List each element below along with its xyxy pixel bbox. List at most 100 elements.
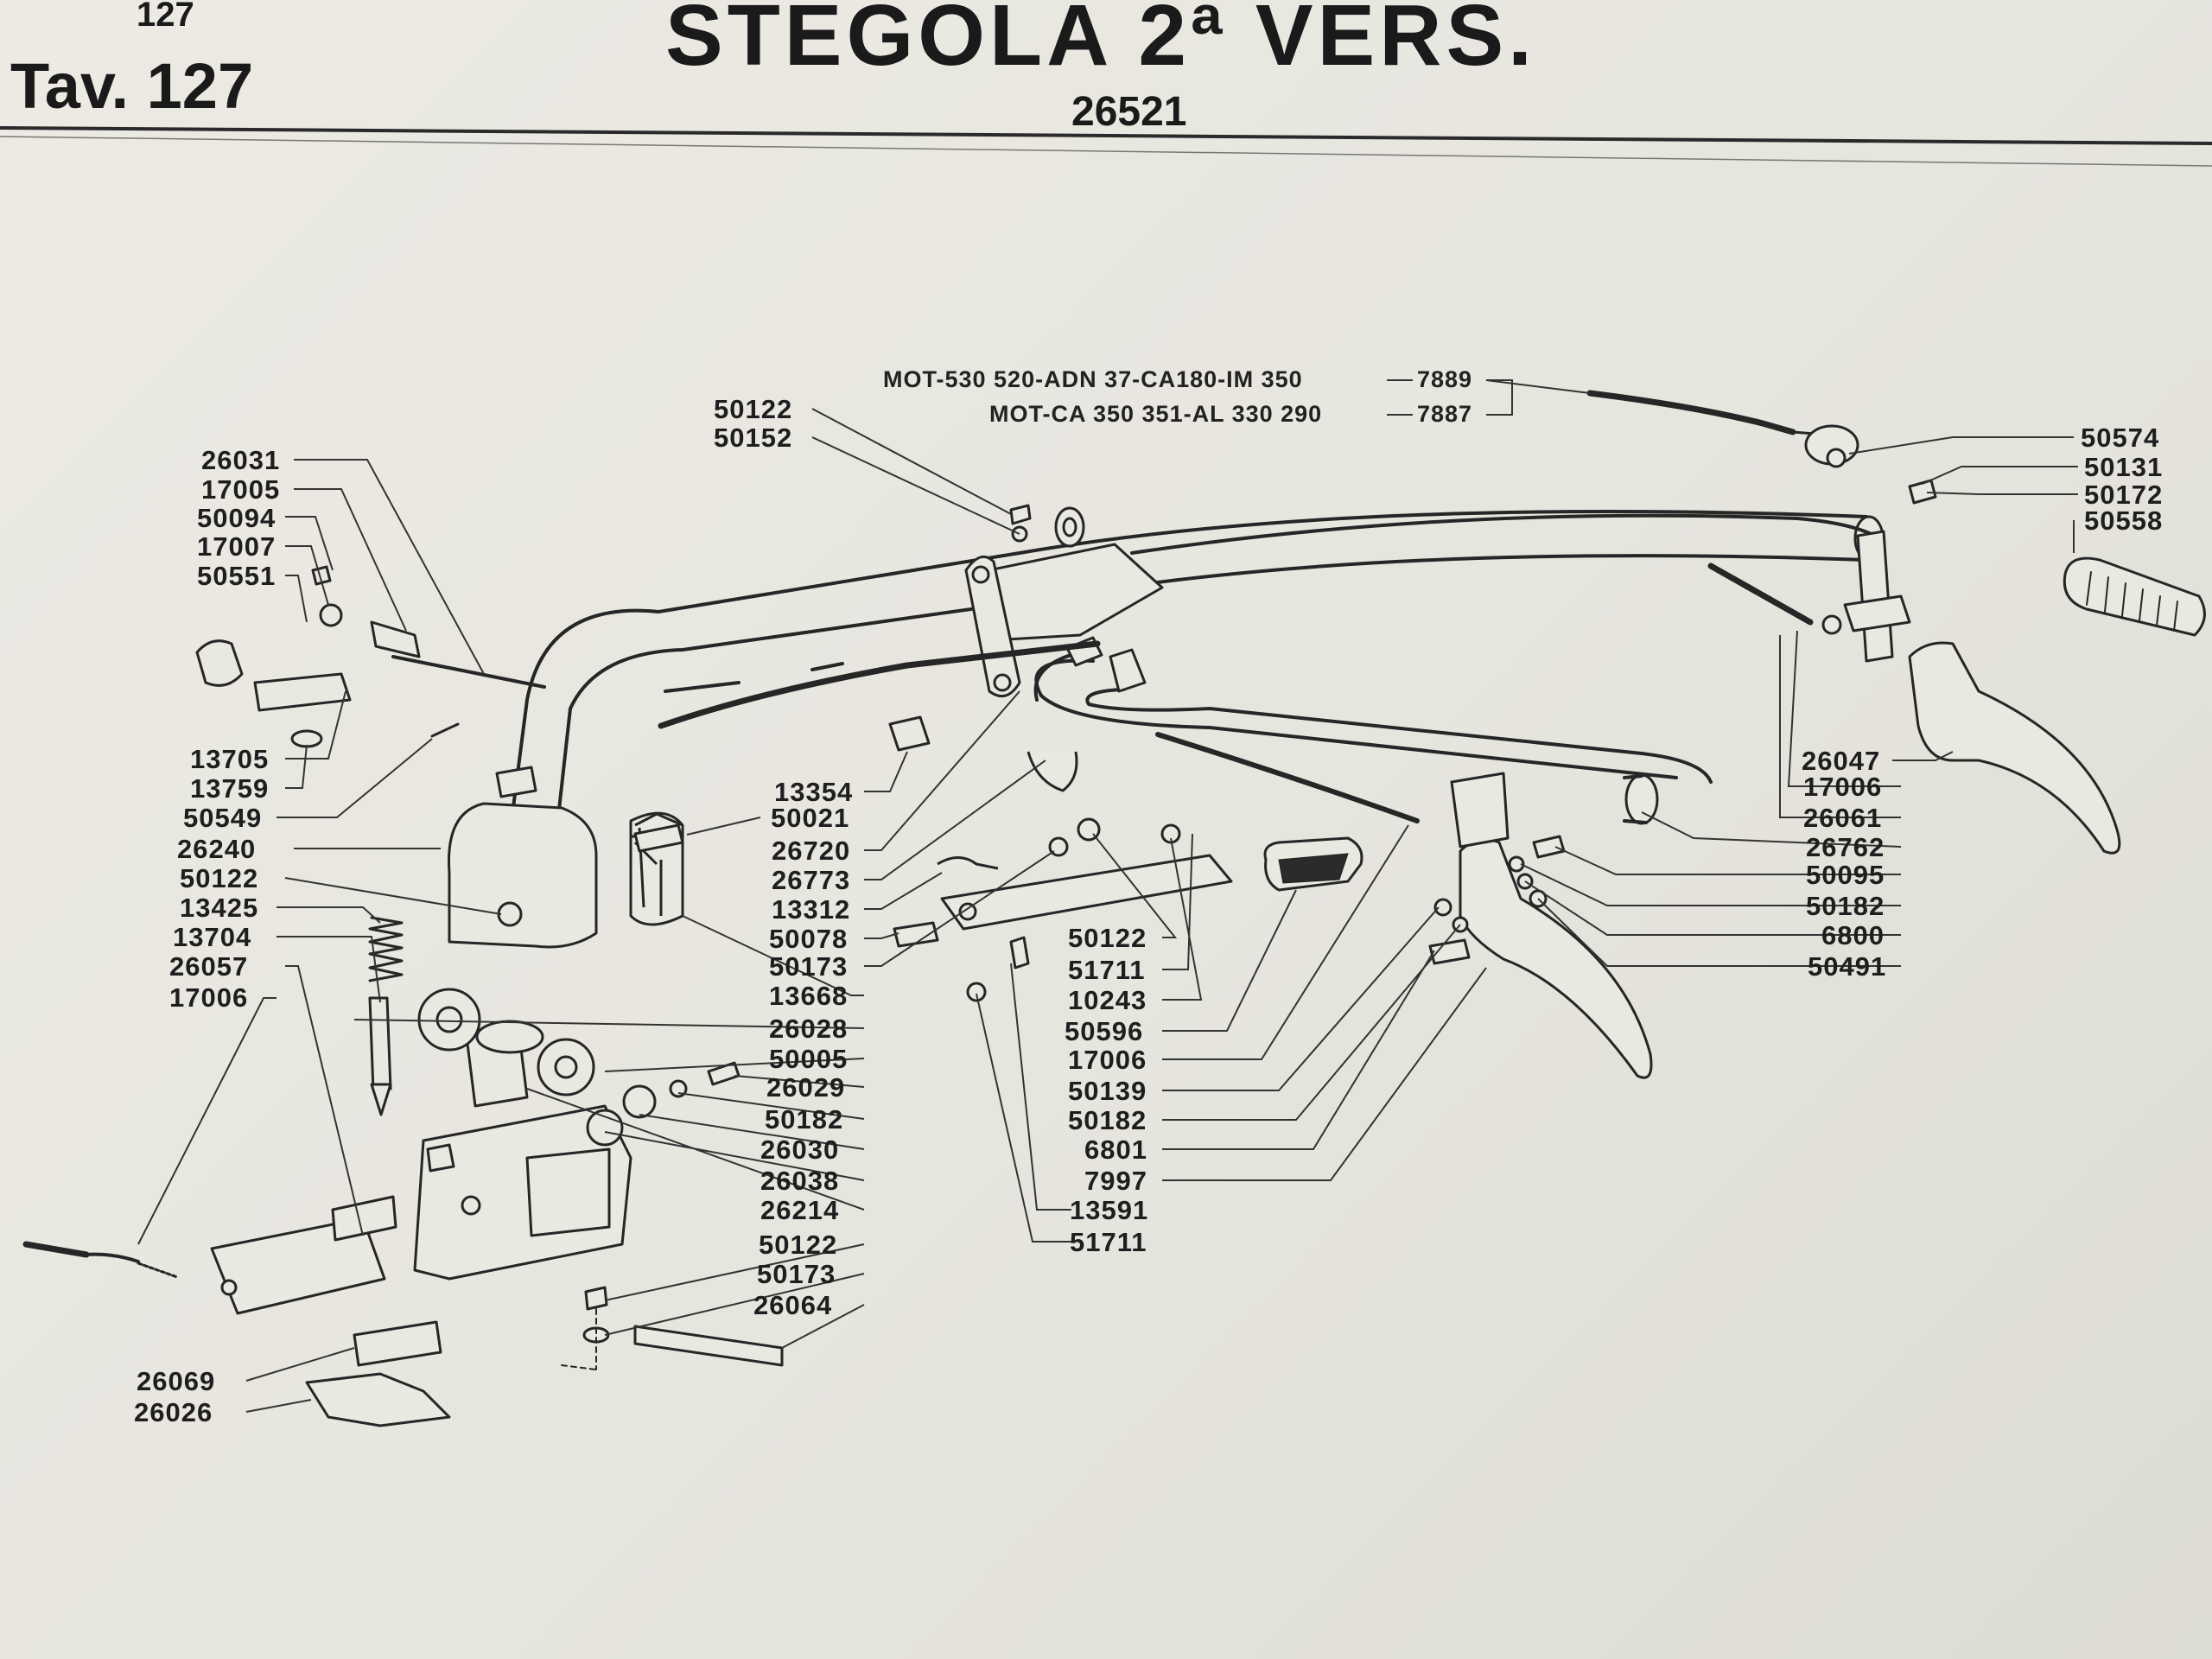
cable-note-2-code: 7887 <box>1417 401 1472 427</box>
u-bolt-26720 <box>1027 751 1078 792</box>
callout: 7997 <box>1084 1166 1147 1196</box>
callout: 50078 <box>769 924 848 954</box>
callout: 50182 <box>1068 1105 1147 1135</box>
lever-hole <box>220 1279 238 1296</box>
callout: 50182 <box>1806 891 1885 921</box>
pin-left <box>430 722 460 738</box>
housing-hole <box>461 1195 481 1216</box>
cable-notes: MOT-530 520-ADN 37-CA180-IM 350 7889 MOT… <box>883 366 1591 427</box>
callout: 50574 <box>2081 423 2159 453</box>
lever-13705 <box>253 672 352 712</box>
left-leaders <box>137 459 502 1413</box>
callout: 26720 <box>772 836 850 866</box>
eye-bolt-hole <box>1062 517 1077 537</box>
table-label: Tav. 127 <box>10 50 253 122</box>
cap-17007 <box>319 603 343 627</box>
callout: 50122 <box>714 394 792 424</box>
cable-lower <box>1155 732 1420 823</box>
callout: 26031 <box>201 445 280 475</box>
callout: 26030 <box>760 1135 839 1165</box>
callouts-right: 26047 17006 26061 26762 50095 50182 6800… <box>1802 746 1886 982</box>
clamp-slot <box>495 766 537 798</box>
header-rule <box>0 126 2212 145</box>
mid-leaders <box>976 824 1487 1243</box>
nut-50122 <box>584 1286 608 1311</box>
callout: 13668 <box>769 981 848 1011</box>
clamp-26240 <box>448 802 598 949</box>
callout: 50173 <box>769 951 848 982</box>
assembly-dashes <box>561 1308 597 1370</box>
callout: 50152 <box>714 423 792 453</box>
right-parts <box>1428 424 2206 1079</box>
callout: 50173 <box>757 1259 836 1289</box>
gear-hub <box>554 1055 578 1079</box>
callout: 13425 <box>180 893 258 923</box>
washer-13759 <box>290 729 323 748</box>
washer-50182-right <box>1508 855 1525 873</box>
handlebar-frame <box>510 510 1885 827</box>
cable-main <box>658 640 1101 729</box>
right-leaders <box>1520 436 2078 967</box>
callout: 50139 <box>1068 1076 1147 1106</box>
callout: 6800 <box>1821 920 1885 950</box>
spring-13425 <box>368 916 404 982</box>
callout: 17006 <box>169 982 248 1013</box>
pivot-clip <box>1109 648 1147 693</box>
plate-13312 <box>940 854 1233 931</box>
callout: 50094 <box>197 503 276 533</box>
callout: 26026 <box>134 1397 213 1427</box>
bolt-6801 <box>1428 938 1471 965</box>
callout: 51711 <box>1068 955 1146 985</box>
callouts-center: 13354 50021 26720 26773 13312 50078 5017… <box>753 777 853 1320</box>
knob-50551 <box>195 639 244 687</box>
callout: 26061 <box>1803 803 1882 833</box>
grip-50558 <box>2063 556 2206 637</box>
adjuster-hole <box>1826 448 1847 468</box>
callouts-left: 26031 17005 50094 17007 50551 13705 1375… <box>134 445 280 1427</box>
center-bracket <box>964 504 1164 698</box>
callout: 26057 <box>169 951 248 982</box>
leader-lines <box>137 408 2078 1413</box>
page-number: 127 <box>137 0 194 34</box>
cable-note-2-models: MOT-CA 350 351-AL 330 290 <box>989 401 1322 427</box>
cable-top-right <box>1586 390 1796 435</box>
callout: 50122 <box>1068 923 1147 953</box>
center-parts <box>633 715 1363 1002</box>
callout: 26028 <box>769 1014 848 1044</box>
center-leaders <box>353 690 1055 1349</box>
callout: 26047 <box>1802 746 1880 776</box>
strip-26064 <box>633 1325 784 1367</box>
plate-hole <box>958 902 977 921</box>
lever-7997 <box>1459 838 1653 1079</box>
callout: 50491 <box>1808 951 1886 982</box>
callout: 50005 <box>769 1044 848 1074</box>
lever-bracket-26762 <box>1450 772 1510 849</box>
cable-left-ferrule <box>85 1252 140 1263</box>
grip-ribs <box>2086 571 2178 632</box>
cable-note-leaders <box>1387 379 1591 416</box>
pin-13704 <box>368 996 392 1092</box>
sprocket-hub <box>435 1006 463 1033</box>
callout: 50549 <box>183 803 262 833</box>
callout: 6801 <box>1084 1135 1147 1165</box>
lever-boss <box>331 1195 397 1242</box>
callout: 50122 <box>759 1230 837 1260</box>
lever-bracket-26061 <box>1856 530 1894 663</box>
base-housing <box>413 1104 632 1281</box>
callout: 17005 <box>201 474 280 505</box>
header: 127 Tav. 127 STEGOLA 2ª VERS. 26521 <box>0 0 2212 167</box>
bracket-nut <box>1009 504 1032 525</box>
callout: 17006 <box>1803 772 1882 802</box>
callouts-right-top: 50574 50131 50172 50558 <box>2081 423 2162 536</box>
bracket-hole-top <box>971 565 990 584</box>
left-parts <box>195 565 684 949</box>
callout: 13354 <box>774 777 853 807</box>
cable-note-1-models: MOT-530 520-ADN 37-CA180-IM 350 <box>883 366 1303 392</box>
bolt-50078 <box>893 921 939 948</box>
callout: 50095 <box>1806 860 1885 890</box>
bracket-ear <box>1843 594 1911 632</box>
callout: 26069 <box>137 1366 215 1396</box>
cables <box>22 390 1816 1279</box>
